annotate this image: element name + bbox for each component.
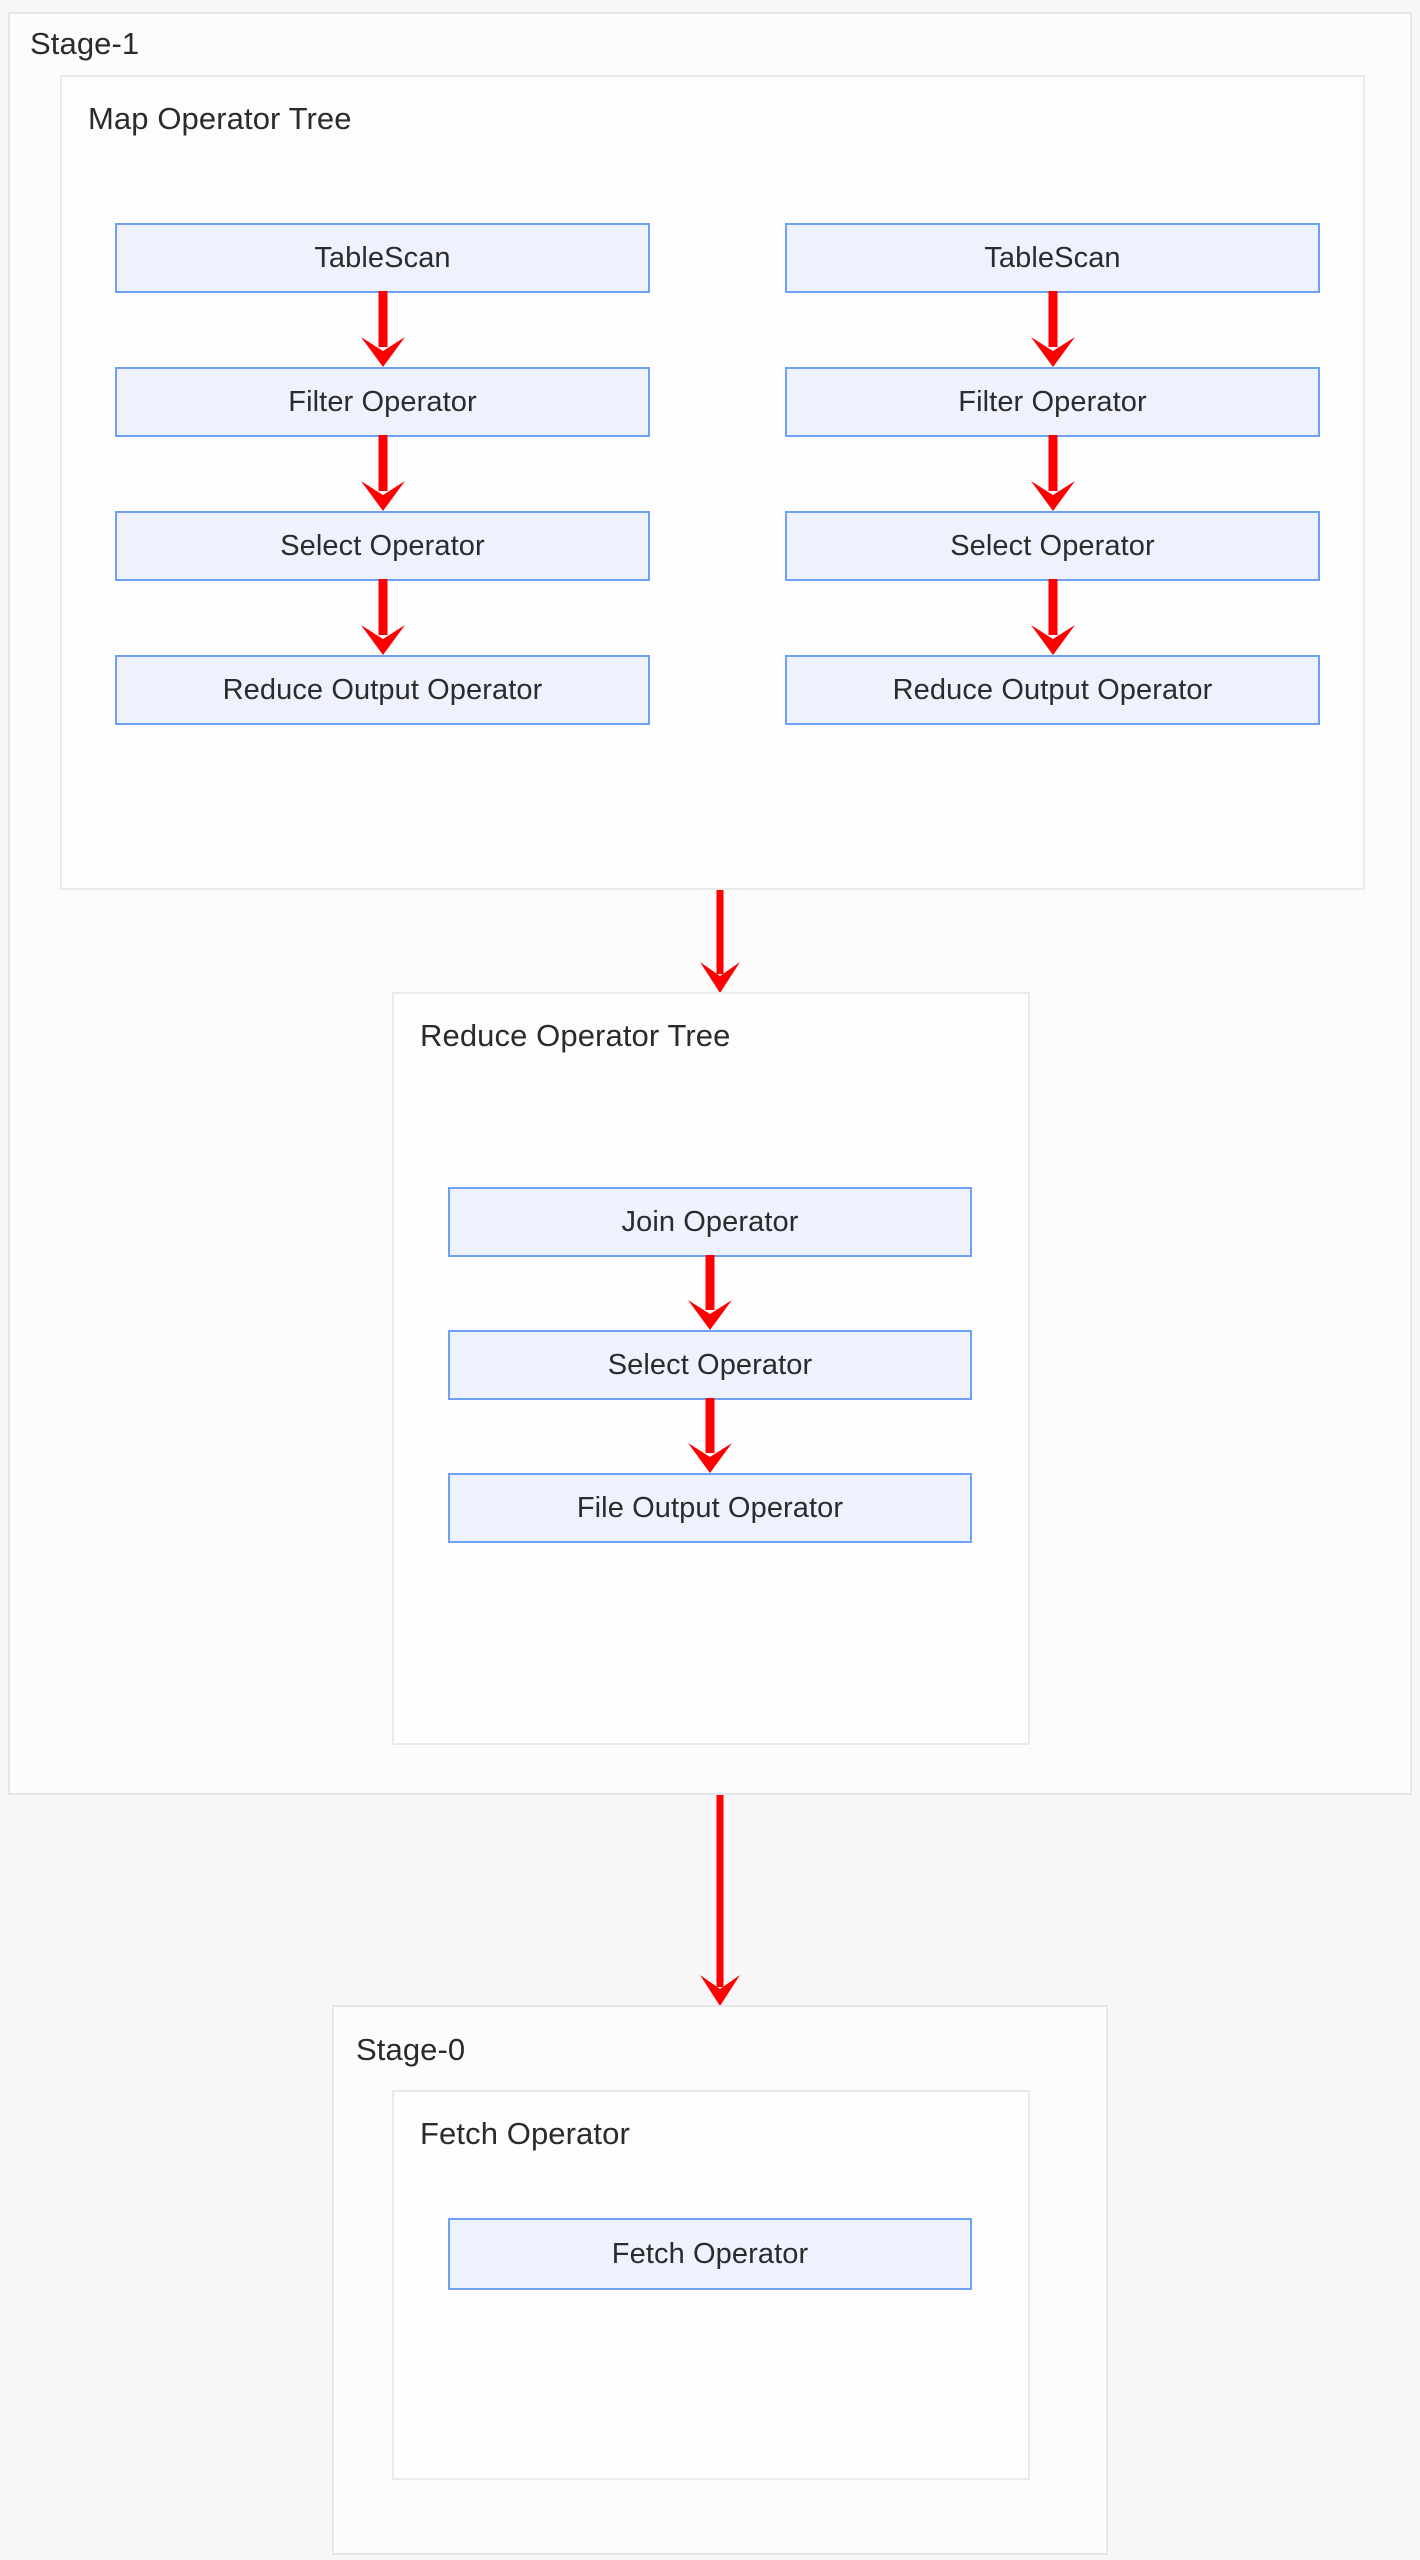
node-fetch-operator[interactable]: Fetch Operator — [448, 2218, 972, 2290]
node-map-left-reduce-output-operator[interactable]: Reduce Output Operator — [115, 655, 650, 725]
node-map-left-filter-operator[interactable]: Filter Operator — [115, 367, 650, 437]
node-map-right-select-operator[interactable]: Select Operator — [785, 511, 1320, 581]
node-map-right-filter-operator[interactable]: Filter Operator — [785, 367, 1320, 437]
arrow-map-tree-to-reduce-tree — [694, 890, 746, 995]
arrow-map-left-tablescan-to-filter — [357, 291, 409, 369]
stage-0-title: Stage-0 — [356, 2032, 466, 2067]
arrow-reduce-select-to-file-output — [684, 1398, 736, 1475]
arrow-stage-1-to-stage-0 — [694, 1795, 746, 2008]
node-map-left-tablescan[interactable]: TableScan — [115, 223, 650, 293]
arrow-map-left-filter-to-select — [357, 435, 409, 513]
map-operator-tree-panel[interactable] — [60, 75, 1365, 890]
stage-1-title: Stage-1 — [30, 26, 140, 61]
arrow-map-right-filter-to-select — [1027, 435, 1079, 513]
node-reduce-select-operator[interactable]: Select Operator — [448, 1330, 972, 1400]
node-reduce-join-operator[interactable]: Join Operator — [448, 1187, 972, 1257]
arrow-map-left-select-to-reduce-output — [357, 579, 409, 657]
arrow-map-right-select-to-reduce-output — [1027, 579, 1079, 657]
arrow-map-right-tablescan-to-filter — [1027, 291, 1079, 369]
fetch-operator-panel-title: Fetch Operator — [420, 2116, 630, 2151]
node-reduce-file-output-operator[interactable]: File Output Operator — [448, 1473, 972, 1543]
node-map-right-reduce-output-operator[interactable]: Reduce Output Operator — [785, 655, 1320, 725]
node-map-right-tablescan[interactable]: TableScan — [785, 223, 1320, 293]
map-operator-tree-title: Map Operator Tree — [88, 101, 352, 136]
node-map-left-select-operator[interactable]: Select Operator — [115, 511, 650, 581]
arrow-reduce-join-to-select — [684, 1255, 736, 1332]
reduce-operator-tree-title: Reduce Operator Tree — [420, 1018, 731, 1053]
